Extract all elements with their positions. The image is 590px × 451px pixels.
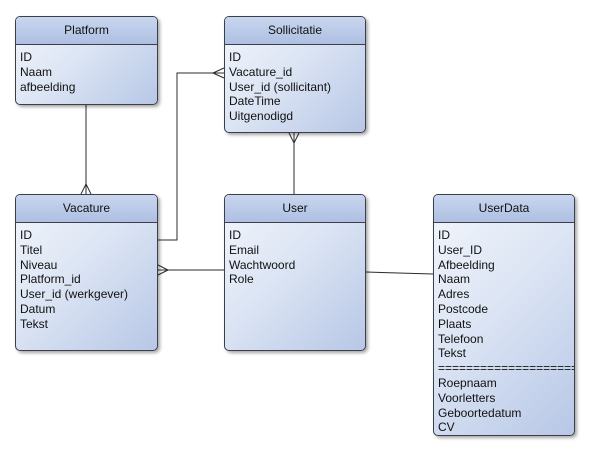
field: Roepnaam [438,375,497,390]
relation-user-userdata [365,271,434,275]
entity-platform[interactable]: Platform ID Naam afbeelding [15,16,158,105]
entity-sollicitatie-title: Sollicitatie [225,17,365,45]
entity-sollicitatie-fields: ID Vacature_id User_id (sollicitant) Dat… [225,45,365,124]
field: Postcode [438,301,489,316]
field: Naam [20,64,53,79]
separator: ==================== [438,361,575,376]
field: Tekst [20,316,49,331]
field: Platform_id [20,272,81,287]
entity-userdata[interactable]: UserData ID User_ID Afbeelding Naam Adre… [433,194,575,436]
field: Plaats [438,316,472,331]
field: Telefoon [438,331,484,346]
relation-platform-vacature [80,105,92,195]
field: ID [20,228,32,242]
field: Voorletters [438,390,496,405]
field: DateTime [229,94,281,109]
entity-user-fields: ID Email Wachtwoord Role [225,223,365,287]
entity-sollicitatie[interactable]: Sollicitatie ID Vacature_id User_id (sol… [224,16,366,133]
field: User_id (werkgever) [20,287,129,302]
field: ID [229,50,241,64]
relation-user-sollicitatie [288,132,300,194]
field: Wachtwoord [229,257,296,272]
entity-user[interactable]: User ID Email Wachtwoord Role [224,194,366,351]
field: Tekst [438,346,467,361]
field: Vacature_id [229,64,293,79]
field: User_id (sollicitant) [229,79,332,94]
field: Role [229,272,254,287]
field: CV [438,420,455,435]
entity-vacature[interactable]: Vacature ID Titel Niveau Platform_id Use… [15,194,158,351]
field: Uitgenodigd [229,109,294,124]
field: ID [438,228,450,242]
field: Geboortedatum [438,405,522,420]
field: afbeelding [20,79,76,94]
field: ID [229,228,241,242]
entity-userdata-title: UserData [434,195,574,223]
field: ID [20,50,32,64]
field: Adres [438,287,470,302]
relation-vacature-sollicitatie [158,67,225,241]
field: Niveau [20,257,58,272]
entity-platform-title: Platform [16,17,157,45]
entity-user-title: User [225,195,365,223]
field: Naam [438,272,471,287]
field: Afbeelding [438,257,495,272]
entity-vacature-fields: ID Titel Niveau Platform_id User_id (wer… [16,223,157,332]
field: Email [229,242,260,257]
field: User_ID [438,242,483,257]
entity-userdata-fields: ID User_ID Afbeelding Naam Adres Postcod… [434,223,574,435]
field: Titel [20,242,43,257]
entity-platform-fields: ID Naam afbeelding [16,45,157,94]
field: Datum [20,301,56,316]
entity-vacature-title: Vacature [16,195,157,223]
relation-user-vacature [157,264,224,276]
